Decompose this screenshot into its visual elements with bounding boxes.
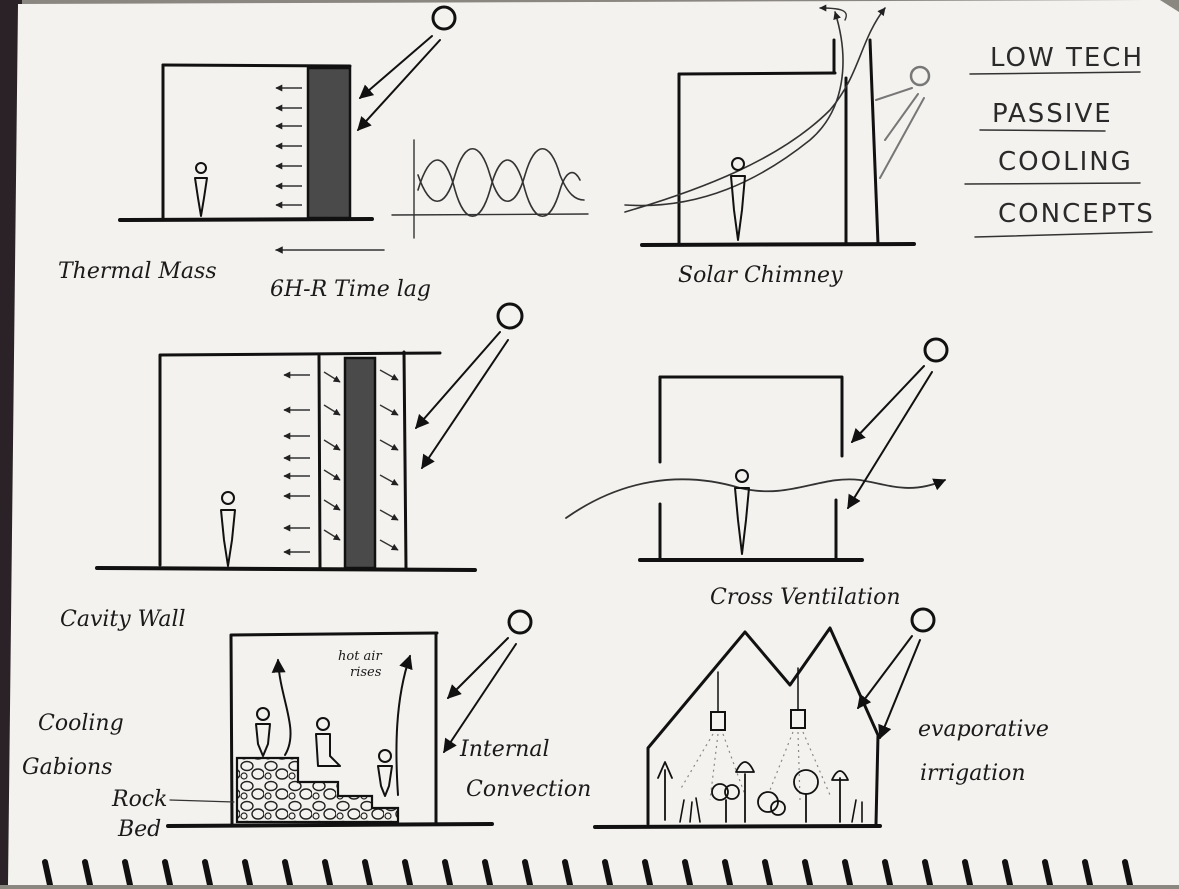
mister-left	[710, 711, 726, 731]
thermal-mass-wall	[306, 66, 352, 220]
label-internal: Internal	[459, 737, 550, 762]
thermal-mass-diagram: Thermal Mass 6H-R Time lag	[58, 5, 589, 302]
title-line-3: COOLING	[998, 147, 1133, 177]
label-cavity-wall: Cavity Wall	[60, 607, 186, 632]
cooling-gabions-diagram: hot air rises Cooling Gabions Rock Bed I…	[22, 609, 591, 842]
cavity-mass-wall	[343, 356, 377, 570]
evaporative-irrigation-diagram: evaporative irrigation	[593, 607, 1049, 829]
label-hot-air-1: hot air	[338, 649, 382, 664]
sun-icon	[909, 65, 931, 87]
title-block: LOW TECH PASSIVE COOLING CONCEPTS	[964, 43, 1155, 238]
sun-icon	[923, 337, 949, 363]
label-irrigation: irrigation	[920, 761, 1026, 786]
cavity-wall-diagram: Cavity Wall	[60, 302, 524, 632]
title-line-1: LOW TECH	[990, 43, 1144, 73]
label-cooling: Cooling	[38, 711, 124, 736]
person-figure	[377, 749, 393, 797]
spiral-binding	[42, 859, 1133, 888]
sun-icon	[507, 609, 533, 635]
label-convection: Convection	[466, 777, 591, 802]
rock-gabion	[235, 756, 400, 824]
solar-chimney-diagram: Solar Chimney	[624, 4, 931, 288]
label-hot-air-2: rises	[350, 665, 382, 680]
title-line-2: PASSIVE	[992, 99, 1113, 129]
label-solar-chimney: Solar Chimney	[678, 263, 843, 288]
cross-ventilation-diagram: Cross Ventilation	[565, 337, 949, 610]
person-figure	[734, 469, 750, 555]
label-cross-ventilation: Cross Ventilation	[710, 585, 901, 610]
person-figure	[220, 491, 236, 567]
mist-spray	[679, 731, 831, 801]
person-figure-seated	[315, 717, 341, 767]
label-bed: Bed	[117, 817, 161, 842]
inner-heat-arrows	[283, 371, 310, 556]
label-thermal-mass: Thermal Mass	[58, 259, 217, 284]
cavity-air-arrows	[323, 369, 399, 551]
label-evaporative: evaporative	[918, 717, 1049, 742]
heat-arrows	[275, 84, 302, 209]
label-time-lag: 6H-R Time lag	[270, 277, 431, 302]
label-gabions: Gabions	[22, 755, 113, 780]
person-figure	[194, 162, 208, 217]
label-rock: Rock	[111, 787, 167, 812]
person-figure	[730, 157, 746, 241]
title-line-4: CONCEPTS	[998, 199, 1155, 229]
paper	[8, 0, 1179, 885]
chimney-glazing	[868, 38, 880, 246]
person-figure	[255, 707, 271, 757]
sun-icon	[910, 607, 936, 633]
mister-right	[790, 709, 806, 729]
time-lag-graph	[391, 139, 589, 239]
plants	[657, 761, 863, 823]
sun-icon	[496, 302, 524, 330]
sun-icon	[431, 5, 457, 31]
